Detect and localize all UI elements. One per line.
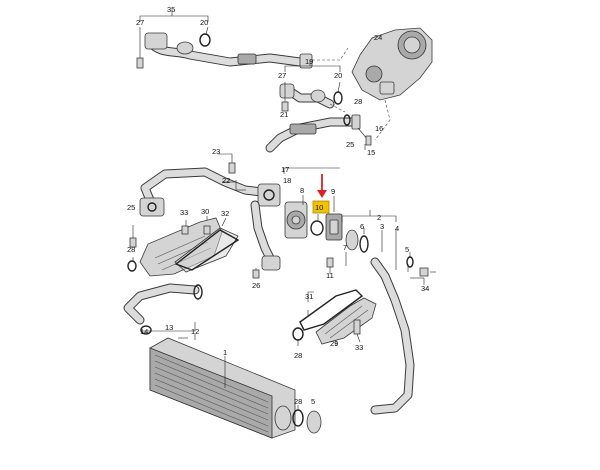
label-5: 5 — [311, 397, 315, 406]
label-27: 27 — [278, 71, 286, 80]
label-6: 6 — [360, 222, 364, 231]
exhaust-module-lower — [292, 289, 377, 346]
highlighted-part-10 — [312, 174, 330, 220]
label-28: 28 — [354, 97, 362, 106]
label-18: 18 — [283, 176, 291, 185]
label-28: 28 — [127, 245, 135, 254]
callout-labels: 35 27 20 24 27 19 20 28 21 16 25 15 23 2… — [127, 5, 429, 406]
label-19: 19 — [305, 57, 313, 66]
highlight-box — [312, 200, 330, 214]
label-13: 13 — [165, 323, 173, 332]
label-3: 3 — [380, 222, 384, 231]
label-22: 22 — [222, 176, 230, 185]
label-24: 24 — [374, 33, 382, 42]
label-2: 2 — [377, 213, 381, 222]
label-5: 5 — [405, 245, 409, 254]
egr-pipe-assembly — [136, 10, 349, 69]
label-34: 34 — [421, 284, 429, 293]
label-25: 25 — [127, 203, 135, 212]
label-10: 10 — [315, 203, 323, 212]
label-32: 32 — [221, 209, 229, 218]
label-17: 17 — [281, 165, 289, 174]
label-26: 26 — [252, 281, 260, 290]
label-35: 35 — [167, 5, 175, 14]
throttle-valve-assembly — [283, 167, 343, 241]
label-33: 33 — [180, 208, 188, 217]
label-20: 20 — [200, 18, 208, 27]
label-28: 28 — [294, 351, 302, 360]
intake-pipe-assembly — [279, 60, 343, 112]
label-16: 16 — [375, 124, 383, 133]
label-14: 14 — [140, 327, 148, 336]
label-30: 30 — [201, 207, 209, 216]
label-21: 21 — [280, 110, 288, 119]
label-12: 12 — [191, 327, 199, 336]
label-27: 27 — [136, 18, 144, 27]
red-arrow-icon — [317, 190, 327, 198]
left-intake-hose — [123, 283, 203, 340]
charge-air-cooler-module — [127, 216, 240, 277]
label-11: 11 — [326, 271, 334, 280]
label-25: 25 — [346, 140, 354, 149]
label-8: 8 — [300, 186, 304, 195]
charge-air-pipe — [139, 153, 281, 271]
charge-pipe-upper — [265, 103, 372, 153]
label-23: 23 — [212, 147, 220, 156]
right-charge-hose — [341, 210, 436, 415]
small-fasteners — [252, 257, 334, 279]
label-1: 1 — [223, 348, 227, 357]
label-9: 9 — [331, 187, 335, 196]
label-31: 31 — [305, 292, 313, 301]
label-33: 33 — [355, 343, 363, 352]
label-29: 29 — [330, 339, 338, 348]
label-7: 7 — [343, 243, 347, 252]
label-4: 4 — [395, 224, 399, 233]
turbocharger — [351, 27, 433, 141]
label-15: 15 — [367, 148, 375, 157]
label-28: 28 — [294, 397, 302, 406]
label-20: 20 — [334, 71, 342, 80]
intercooler — [149, 337, 322, 439]
